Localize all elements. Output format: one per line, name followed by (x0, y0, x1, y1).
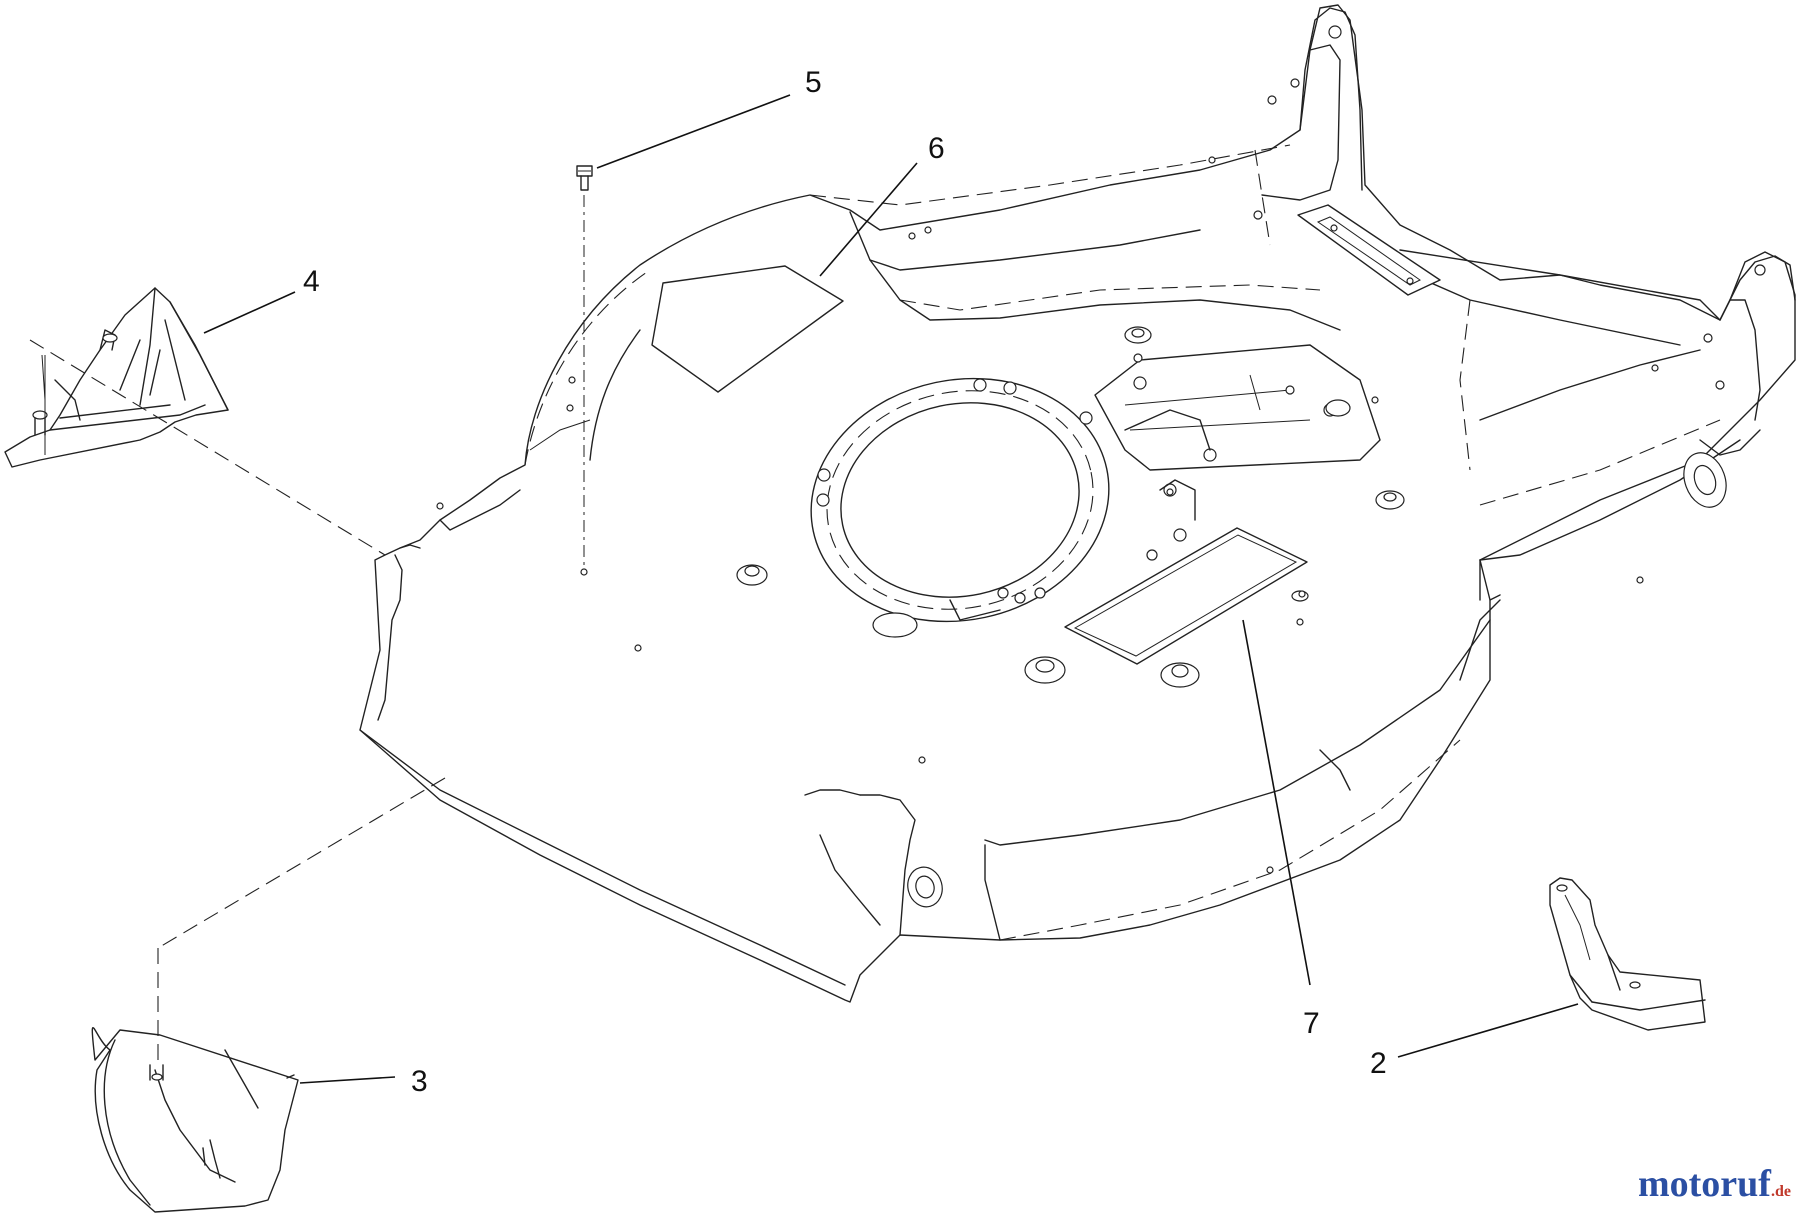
leader-3 (299, 1076, 396, 1084)
leader-lines (203, 94, 1579, 1084)
mower-deck-housing (359, 4, 1796, 1003)
decal-6 (651, 265, 844, 393)
leader-4 (203, 291, 296, 334)
leader-7 (1242, 619, 1311, 986)
svg-text:motoruf.de: motoruf.de (1638, 1163, 1791, 1205)
callout-5: 5 (805, 66, 822, 99)
leader-5 (596, 94, 791, 169)
leader-6 (819, 162, 918, 277)
callout-3: 3 (411, 1065, 428, 1098)
callout-6: 6 (928, 132, 945, 165)
leader-2 (1397, 1003, 1579, 1058)
screw-5 (576, 165, 593, 576)
callout-4: 4 (303, 265, 320, 298)
decal-7 (1064, 527, 1308, 665)
watermark-main: motoruf (1638, 1163, 1772, 1205)
assembly-lines (29, 339, 446, 1060)
watermark-logo: motoruf.de (1638, 1163, 1791, 1205)
side-guard-4 (4, 287, 229, 468)
callout-7: 7 (1303, 1007, 1320, 1040)
cover-3 (91, 1027, 299, 1213)
flap-2 (1549, 877, 1706, 1031)
watermark-suffix: .de (1771, 1183, 1791, 1200)
callout-2: 2 (1370, 1047, 1387, 1080)
